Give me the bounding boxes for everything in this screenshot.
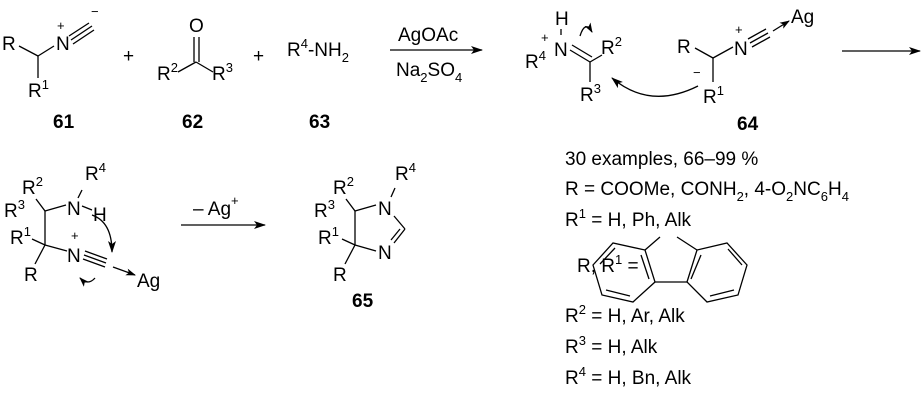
compound-61: R N + − R1 61 [2, 4, 99, 133]
atom-R1: R1 [10, 224, 31, 249]
atom-R2: R2 [333, 174, 354, 199]
compound-65: R2 R3 R4 N N R1 R 65 [314, 160, 416, 312]
curved-arrow [91, 214, 116, 253]
atom-R4: R4 [525, 48, 546, 73]
scope-R1: R1 = H, Ph, Alk [565, 206, 692, 231]
atom-R2: R2 [601, 34, 622, 59]
curved-arrow [611, 77, 699, 97]
atom-R3: R3 [580, 81, 601, 106]
curved-arrow [79, 277, 96, 287]
atom-N: N [734, 39, 748, 60]
atom-R1: R1 [703, 83, 724, 108]
scope-R-R1: R, R1 = [577, 252, 639, 277]
compound-label-65: 65 [352, 291, 374, 312]
plus-sign: + [123, 46, 134, 67]
compound-64: H + N R4 R2 R3 R − R1 N + Ag 64 [525, 7, 814, 135]
atom-R: R [677, 37, 691, 58]
scope-R: R = COOMe, CONH2, 4-O2NC6H4 [565, 179, 849, 204]
curved-arrow [579, 22, 593, 37]
atom-Ag: Ag [137, 271, 160, 292]
atom-N: N [67, 246, 81, 267]
compound-label-62: 62 [182, 112, 203, 133]
compound-label-63: 63 [309, 112, 330, 133]
examples-yield: 30 examples, 66–99 % [565, 149, 758, 170]
compound-63: R4-NH2 63 [287, 36, 349, 133]
atom-R4: R4 [85, 160, 106, 185]
atom-O: O [189, 16, 204, 37]
amine-formula: R4-NH2 [287, 36, 349, 65]
atom-R3: R3 [212, 60, 233, 85]
reaction-arrow-step1: AgOAc Na2SO4 [390, 25, 483, 85]
atom-H: H [555, 9, 569, 30]
atom-R1: R1 [28, 77, 49, 102]
cyclization-intermediate: R2 R3 R4 N H R1 R + N Ag [4, 160, 160, 292]
compound-62: O R2 R3 62 [157, 16, 233, 133]
charge-minus: − [91, 4, 99, 19]
atom-R4: R4 [395, 160, 416, 185]
atom-R2: R2 [157, 60, 178, 85]
scope-R3: R3 = H, Alk [565, 333, 658, 358]
atom-H: H [93, 205, 107, 226]
reagent-na2so4: Na2SO4 [396, 60, 462, 85]
atom-N: N [554, 40, 568, 61]
charge-minus: − [693, 65, 701, 80]
fluorene-structure [592, 236, 748, 303]
plus-sign: + [253, 46, 264, 67]
charge-plus: + [57, 18, 65, 33]
atom-R3: R3 [4, 197, 25, 222]
scope-R2: R2 = H, Ar, Alk [565, 302, 685, 327]
atom-N3: N [378, 243, 392, 264]
reaction-arrow-step3: – Ag+ [181, 193, 266, 229]
scope-R4: R4 = H, Bn, Alk [565, 364, 692, 389]
atom-Ag: Ag [791, 7, 814, 28]
atom-N: N [67, 199, 81, 220]
atom-R: R [2, 34, 16, 55]
charge-plus: + [735, 22, 743, 37]
compound-label-61: 61 [53, 112, 75, 133]
atom-R2: R2 [22, 174, 43, 199]
atom-R: R [333, 265, 347, 286]
charge-plus: + [71, 228, 79, 243]
atom-R: R [24, 265, 38, 286]
atom-N: N [56, 34, 70, 55]
atom-R1: R1 [318, 224, 339, 249]
scope-notes: 30 examples, 66–99 % R = COOMe, CONH2, 4… [565, 149, 849, 389]
reagent-minus-ag: – Ag+ [193, 193, 239, 220]
compound-label-64: 64 [737, 114, 759, 135]
atom-R3: R3 [314, 197, 335, 222]
atom-N1: N [378, 199, 392, 220]
charge-plus: + [541, 30, 549, 45]
reagent-agoac: AgOAc [398, 25, 458, 46]
